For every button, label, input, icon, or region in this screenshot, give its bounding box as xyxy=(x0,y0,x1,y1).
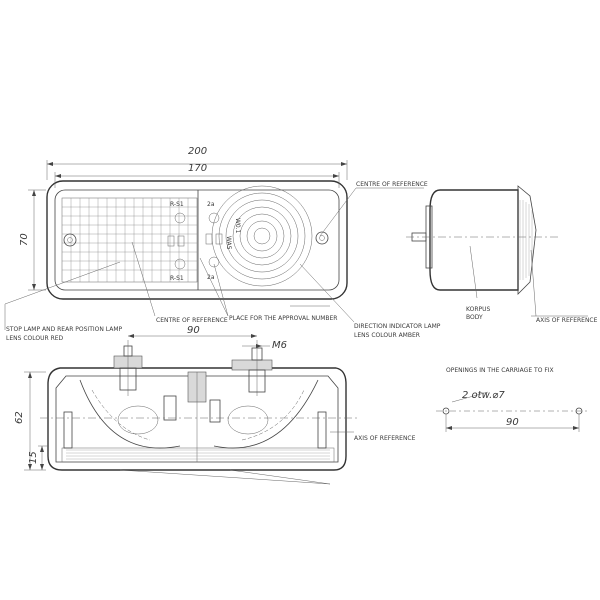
section-view xyxy=(40,340,360,485)
dimension-90-label: 90 xyxy=(187,325,200,336)
label-body: BODY xyxy=(466,314,483,321)
front-view: R-S1 R-S1 2a 2a WA5 W0.1 xyxy=(46,180,348,300)
label-axis-bottom: AXIS OF REFERENCE xyxy=(354,435,416,442)
lens-code-right-top: 2a xyxy=(207,201,215,208)
label-korpus: KORPUS xyxy=(466,306,491,313)
section-lens-band xyxy=(61,447,335,463)
hole-spec-label: 2 otw.⌀7 xyxy=(462,390,505,401)
leaders-front-view xyxy=(4,187,424,330)
label-indicator-2: LENS COLOUR AMBER xyxy=(354,332,420,339)
section-stud-left xyxy=(113,340,143,396)
dimension-inner-width: 170 xyxy=(54,163,340,188)
hole-spacing-label: 90 xyxy=(506,417,519,428)
label-centre-top: CENTRE OF REFERENCE xyxy=(356,181,428,188)
label-approval: PLACE FOR THE APPROVAL NUMBER xyxy=(229,315,337,322)
side-view-lens xyxy=(517,185,537,295)
label-centre-mid: CENTRE OF REFERENCE xyxy=(156,317,228,324)
side-view-body xyxy=(429,189,519,291)
lens-mark-vertical-1: WA5 xyxy=(225,236,232,250)
label-openings: OPENINGS IN THE CARRIAGE TO FIX xyxy=(446,367,554,374)
amber-lens-rings xyxy=(211,185,313,287)
label-axis-side: AXIS OF REFERENCE xyxy=(536,317,598,324)
dimension-15-label: 15 xyxy=(28,451,39,464)
dimension-height: 70 xyxy=(19,189,46,291)
dimension-depth: 62 xyxy=(14,371,46,471)
label-stop-lamp-1: STOP LAMP AND REAR POSITION LAMP xyxy=(6,326,123,333)
label-indicator-1: DIRECTION INDICATOR LAMP xyxy=(354,323,441,330)
lamp-inner-frame xyxy=(54,189,340,291)
section-outer xyxy=(47,367,347,471)
bulb-marks-right xyxy=(205,212,223,268)
dimension-base: 15 xyxy=(28,445,48,470)
label-stop-lamp-2: LENS COLOUR RED xyxy=(6,335,64,342)
lens-code-right-bottom: 2a xyxy=(207,274,215,281)
dimension-62-label: 62 xyxy=(14,411,25,424)
screw-hole-right xyxy=(315,231,329,245)
openings-detail: 2 otw.⌀7 90 xyxy=(436,390,590,432)
dimension-170-label: 170 xyxy=(188,163,207,174)
dimension-overall-width: 200 xyxy=(46,146,348,180)
bulb-marks-left xyxy=(167,212,186,270)
thread-label: M6 xyxy=(272,340,287,351)
dimension-70-label: 70 xyxy=(19,233,30,246)
red-lens-grid xyxy=(61,197,198,283)
section-stud-right xyxy=(231,340,273,396)
dimension-mount-spacing: 90 xyxy=(128,325,257,338)
lens-mark-vertical-2: W0.1 xyxy=(234,218,241,234)
lens-code-left-top: R-S1 xyxy=(170,201,184,208)
dimension-thread: M6 xyxy=(242,340,287,351)
lens-code-left-bottom: R-S1 xyxy=(170,275,184,282)
side-view xyxy=(406,185,588,317)
screw-hole-left xyxy=(63,233,77,247)
lamp-outer-housing xyxy=(46,180,348,300)
dimension-200-label: 200 xyxy=(188,146,207,157)
